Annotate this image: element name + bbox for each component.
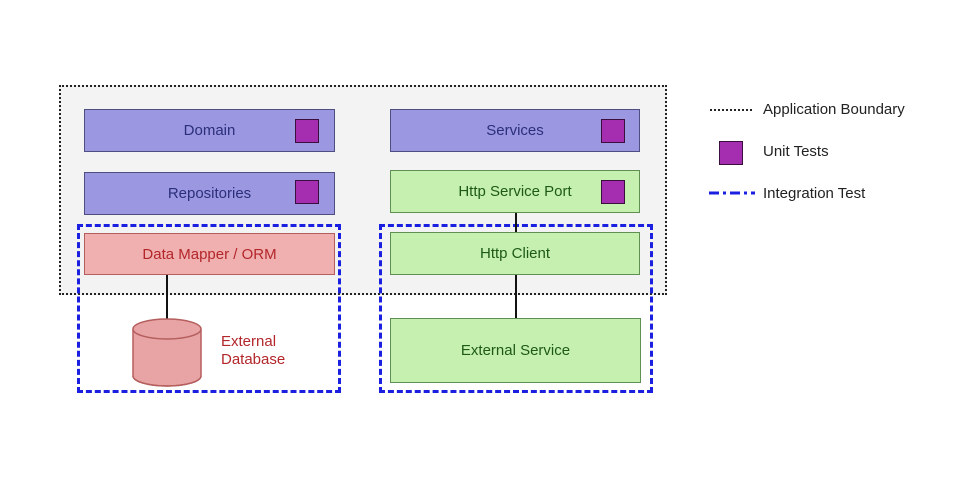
- data-mapper-box: Data Mapper / ORM: [84, 233, 335, 275]
- repositories-box: Repositories: [84, 172, 335, 215]
- http-service-port-label: Http Service Port: [458, 183, 572, 200]
- external-database-label-line2: Database: [221, 351, 286, 368]
- domain-box: Domain: [84, 109, 335, 152]
- http-service-port-box: Http Service Port: [390, 170, 640, 213]
- legend-integration-test: Integration Test: [763, 185, 866, 202]
- connector-orm-db: [166, 275, 168, 325]
- external-service-box: External Service: [390, 318, 641, 383]
- unit-test-marker-repositories: [295, 180, 319, 204]
- services-label: Services: [486, 122, 544, 139]
- data-mapper-label: Data Mapper / ORM: [142, 245, 277, 263]
- unit-test-marker-services: [601, 119, 625, 143]
- external-database-label: External Database: [221, 333, 285, 369]
- http-client-box: Http Client: [390, 232, 640, 275]
- external-service-label: External Service: [460, 342, 571, 359]
- integration-boundary-left: [77, 224, 341, 393]
- legend-unit-tests: Unit Tests: [763, 143, 829, 160]
- legend-unit-test-icon: [719, 141, 743, 165]
- connector-client-external: [515, 275, 517, 319]
- database-icon: [132, 318, 202, 387]
- unit-test-marker-domain: [295, 119, 319, 143]
- legend-application-boundary: Application Boundary: [763, 101, 905, 118]
- unit-test-marker-http-service-port: [601, 180, 625, 204]
- legend-dotted-line-icon: [710, 109, 754, 111]
- services-box: Services: [390, 109, 640, 152]
- http-client-label: Http Client: [479, 245, 551, 262]
- external-database-label-line1: External: [221, 333, 277, 350]
- repositories-label: Repositories: [167, 185, 252, 202]
- domain-label: Domain: [183, 122, 236, 139]
- legend-dash-dot-line-icon: [709, 191, 755, 195]
- connector-port-client: [515, 213, 517, 233]
